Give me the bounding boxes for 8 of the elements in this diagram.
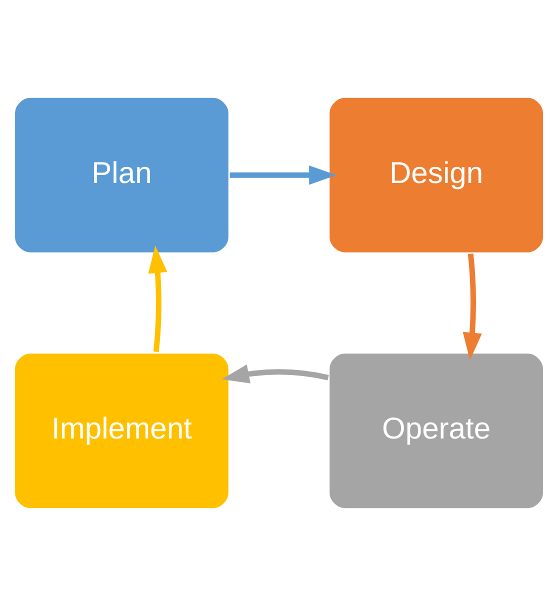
node-box: Plan	[12, 95, 232, 256]
arrow	[462, 254, 482, 360]
node-box: Implement	[12, 350, 232, 511]
node-box: Design	[326, 95, 546, 256]
arrow	[148, 246, 168, 352]
node-box: Operate	[326, 350, 546, 511]
arrow	[222, 364, 329, 384]
arrow	[230, 166, 336, 185]
